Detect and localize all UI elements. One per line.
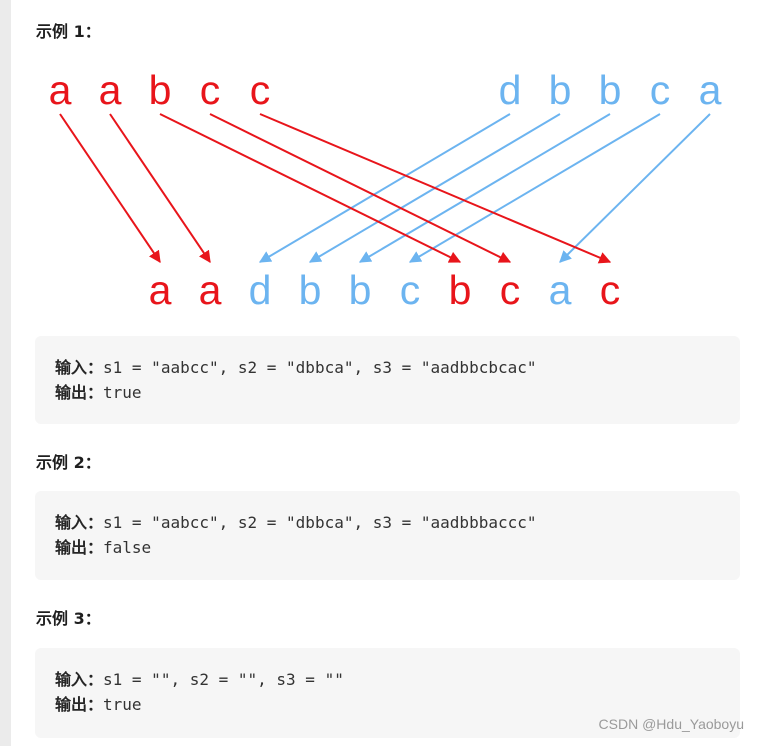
s3-letter: a — [199, 267, 222, 312]
s2-arrow — [258, 113, 511, 263]
s2-letter: a — [699, 67, 722, 113]
example-3-code-block: 输入：s1 = "", s2 = "", s3 = "" 输出：true — [35, 648, 740, 738]
s1-arrow — [109, 113, 211, 263]
example-1-code-block: 输入：s1 = "aabcc", s2 = "dbbca", s3 = "aad… — [35, 336, 740, 424]
output-label: 输出： — [55, 695, 104, 714]
output-value: true — [103, 695, 142, 714]
s2-letter: b — [549, 67, 572, 113]
output-label: 输出： — [55, 383, 104, 402]
s3-letter: b — [349, 267, 372, 312]
s3-letter: a — [149, 267, 172, 312]
example-1-heading: 示例 1： — [36, 22, 101, 41]
s1-letter: a — [49, 67, 72, 113]
input-value: s1 = "", s2 = "", s3 = "" — [103, 670, 344, 689]
output-label: 输出： — [55, 538, 104, 557]
watermark: CSDN @Hdu_Yaoboyu — [598, 716, 744, 732]
s1-letter: a — [99, 67, 122, 113]
example-2-heading: 示例 2： — [36, 453, 101, 472]
s3-letter: c — [600, 267, 621, 312]
input-value: s1 = "aabcc", s2 = "dbbca", s3 = "aadbbb… — [103, 513, 537, 532]
s2-arrow — [358, 113, 611, 263]
output-value: false — [103, 538, 152, 557]
output-value: true — [103, 383, 142, 402]
s3-letter: b — [449, 267, 472, 312]
s1-letter: c — [250, 67, 271, 113]
s3-letter: c — [400, 267, 421, 312]
s3-letter: d — [249, 267, 272, 312]
s1-letter: c — [200, 67, 221, 113]
input-value: s1 = "aabcc", s2 = "dbbca", s3 = "aadbbc… — [103, 358, 537, 377]
s1-arrow — [259, 113, 612, 264]
s2-letter: c — [650, 67, 671, 113]
input-label: 输入： — [55, 670, 104, 689]
example-3-heading: 示例 3： — [36, 609, 101, 628]
s2-letter: b — [599, 67, 622, 113]
s3-letter: a — [549, 267, 572, 312]
s1-arrow — [159, 113, 462, 263]
s1-arrow — [209, 113, 512, 263]
s2-arrow — [559, 113, 711, 263]
s1-letter: b — [149, 67, 172, 113]
s2-letter: d — [499, 67, 522, 113]
s3-letter: c — [500, 267, 521, 312]
s3-letter: b — [299, 267, 322, 312]
s2-arrow — [408, 113, 661, 263]
input-label: 输入： — [55, 358, 104, 377]
s1-arrow — [59, 113, 161, 263]
example-2-code-block: 输入：s1 = "aabcc", s2 = "dbbca", s3 = "aad… — [35, 491, 740, 580]
input-label: 输入： — [55, 513, 104, 532]
left-scroll-gutter — [0, 0, 11, 746]
